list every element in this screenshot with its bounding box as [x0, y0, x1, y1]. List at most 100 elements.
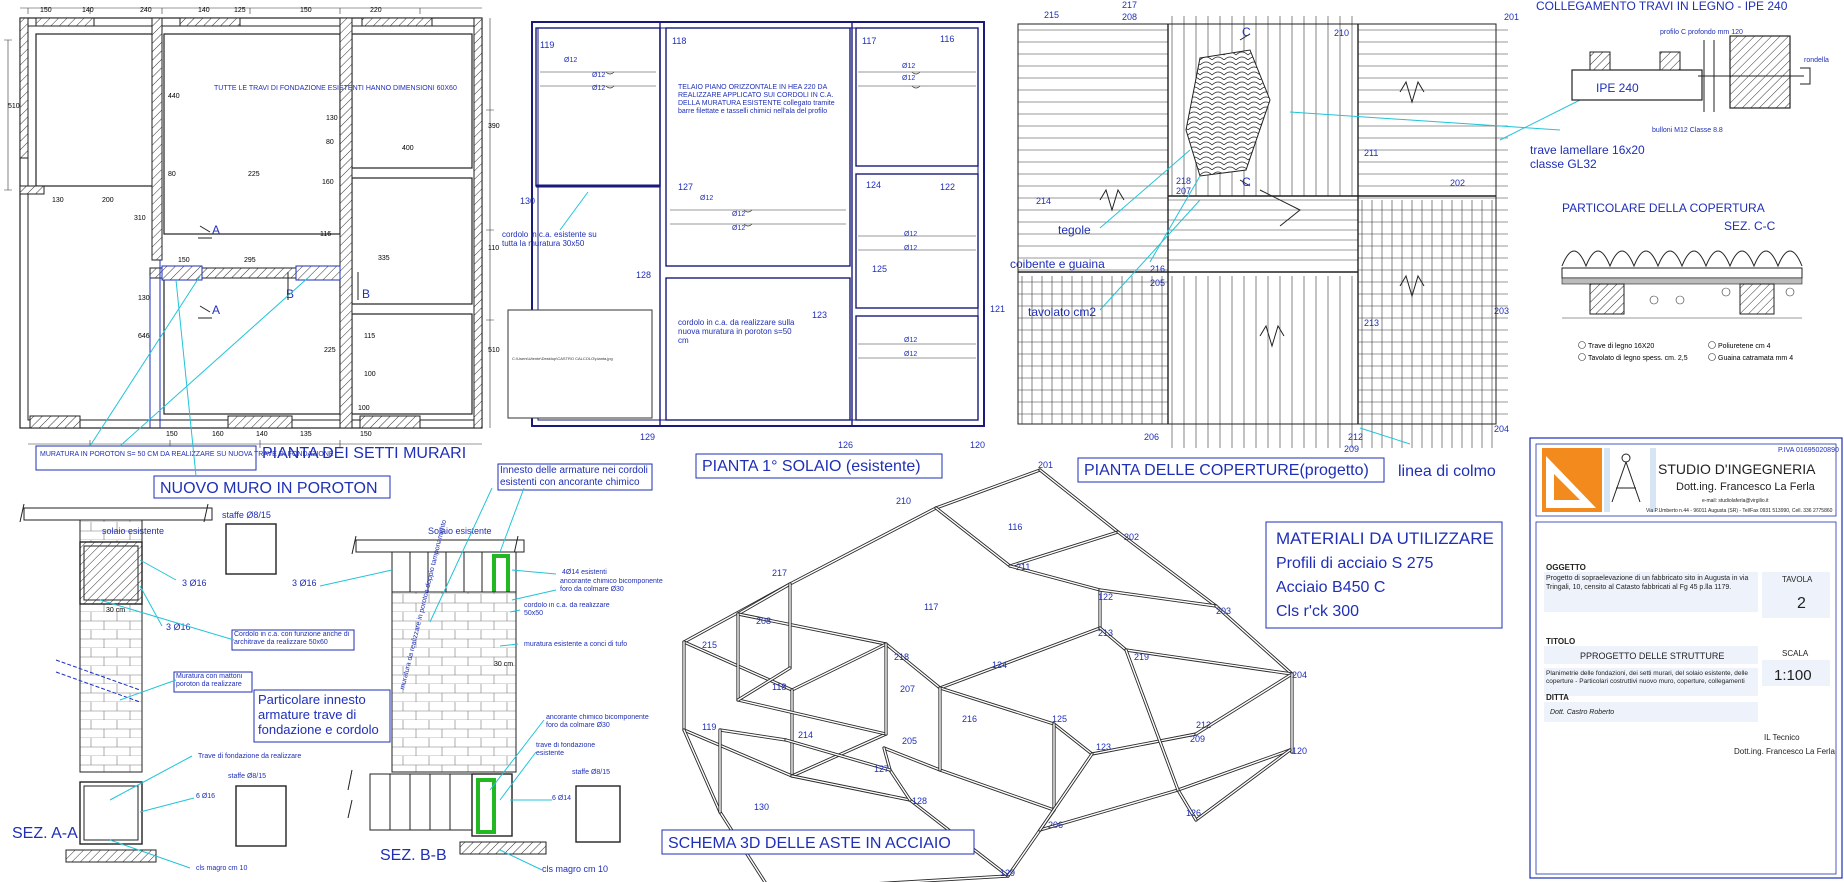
aa-staffe: staffe Ø8/15 [222, 510, 271, 520]
node-label: 123 [812, 310, 827, 320]
tb-email: e-mail: studiolaferla@virgilio.it [1702, 498, 1769, 504]
dim-label: 440 [168, 93, 180, 100]
dim-label: 130 [326, 115, 338, 122]
section-aa-drawing [19, 503, 287, 863]
plan-floor-title: PIANTA 1° SOLAIO (esistente) [702, 458, 921, 475]
section-aa-title: SEZ. A-A [12, 825, 78, 842]
node-label: 203 [1494, 306, 1509, 316]
node-label: 205 [902, 736, 917, 746]
tb-tavola-label: TAVOLA [1782, 575, 1813, 584]
dim-label: 80 [168, 171, 176, 178]
steel-beam-core [683, 729, 721, 813]
dim-label: 390 [488, 123, 500, 130]
title-block: P.IVA 01695020890 STUDIO D'INGEGNERIA Do… [1529, 437, 1843, 879]
frame-note: TELAIO PIANO ORIZZONTALE IN HEA 220 DA R… [678, 84, 835, 115]
schema3d: 201 210 116 202 217 211 122 208 117 203 … [661, 460, 1307, 882]
label-classe: classe GL32 [1530, 157, 1597, 171]
rebar-label: Ø12 [700, 195, 713, 202]
steel-beam-core [1099, 627, 1127, 651]
dim-label: 510 [488, 347, 500, 354]
roof-rafters [1017, 16, 1508, 448]
node-label: 217 [772, 568, 787, 578]
tb-address: Via P.Umberto n.44 - 96011 Augusta (SR) … [1646, 508, 1833, 514]
aa-bars: 3 Ø16 [166, 622, 191, 632]
steel-beam-core [785, 739, 891, 771]
node-label: 126 [1186, 808, 1201, 818]
connection-profilo: profilo C profondo mm 120 [1660, 29, 1743, 36]
materials-box: MATERIALI DA UTILIZZARE Profili di accia… [1265, 521, 1503, 629]
steel-beam-core [1195, 673, 1293, 735]
roof-legend-markers [1578, 341, 1716, 361]
steel-beam-core [1007, 829, 1041, 877]
dim-label: 130 [138, 295, 150, 302]
node-label: 218 [894, 652, 909, 662]
steel-beam [878, 874, 1010, 882]
steel-beam-core [939, 687, 1055, 725]
steel-beam-core [939, 627, 1101, 689]
node-label: 207 [900, 684, 915, 694]
node-label: 122 [1098, 592, 1113, 602]
dim-label: 110 [488, 245, 499, 252]
bb-trave: trave di fondazione esistente [536, 742, 595, 757]
steel-beam-core [737, 667, 791, 701]
node-label: 124 [992, 660, 1007, 670]
label-trave: trave lamellare 16x20 [1530, 143, 1645, 157]
bb-ancorante: ancorante chimico bicomponente foro da c… [560, 578, 663, 593]
dim-label: 646 [138, 333, 150, 340]
node-label: 127 [874, 764, 889, 774]
dim-label: 510 [8, 103, 20, 110]
steel-beam-core [1053, 723, 1093, 755]
node-label: 205 [1150, 278, 1165, 288]
node-label: 210 [1334, 28, 1349, 38]
node-label: 213 [1364, 318, 1379, 328]
section-aa: solaio esistente staffe Ø8/15 3 Ø16 3 Ø1… [12, 503, 391, 872]
steel-beam-core [683, 729, 793, 777]
dim-label: 240 [140, 7, 152, 14]
tb-oggetto-label: OGGETTO [1546, 563, 1586, 572]
rebar-label: Ø12 [592, 85, 605, 92]
plan-walls-title: PIANTA DEI SETTI MURARI [262, 445, 466, 462]
poroton-note: MURATURA IN POROTON S= 50 CM DA REALIZZA… [40, 451, 334, 458]
node-label: 128 [636, 270, 651, 280]
node-label: 216 [1150, 264, 1165, 274]
compass-icon [1611, 453, 1641, 503]
dim-label: 220 [370, 7, 382, 14]
node-label: 212 [1196, 720, 1211, 730]
node-label: 218 [1176, 176, 1191, 186]
node-label: 208 [756, 616, 771, 626]
tb-tecnico: Dott.ing. Francesco La Ferla [1734, 747, 1835, 756]
dim-label: 130 [52, 197, 64, 204]
new-wall-label: NUOVO MURO IN POROTON [160, 480, 378, 497]
dim-label: 116 [320, 231, 331, 238]
dim-label: 100 [364, 371, 376, 378]
node-label: 217 [1122, 0, 1137, 10]
steel-beam-core [894, 875, 1009, 882]
steel-beam-core [935, 507, 1011, 567]
tb-titolo-label: TITOLO [1546, 637, 1575, 646]
dim-label: 80 [326, 139, 334, 146]
bb-muratura: muratura esistente a conci di tufo [524, 641, 627, 648]
rebar-label: Ø12 [904, 351, 917, 358]
bb-bars-existing: 4Ø14 esistenti [562, 569, 607, 576]
dim-label: 310 [134, 215, 146, 222]
steel-beam-core [883, 747, 891, 771]
dim-label: 150 [300, 7, 312, 14]
roof-detail-drawing [1561, 250, 1803, 319]
plan-floor-drawing [507, 21, 985, 427]
node-label: 125 [872, 264, 887, 274]
node-label: 211 [1364, 148, 1378, 158]
bb-innesto: Innesto delle armature nei cordoli esist… [500, 465, 648, 488]
node-label: 219 [1134, 652, 1149, 662]
plan-roof-title: PIANTA DELLE COPERTURE(progetto) [1084, 462, 1369, 479]
tb-studio: STUDIO D'INGEGNERIA [1658, 461, 1816, 477]
rebar-label: Ø12 [732, 225, 745, 232]
steel-frame-3d [682, 468, 1294, 882]
section-mark-b: B [362, 287, 370, 301]
node-label: 206 [1144, 432, 1159, 442]
tb-ditta-label: DITTA [1546, 693, 1569, 702]
dim-label: 225 [248, 171, 260, 178]
dim-label: 200 [102, 197, 114, 204]
connection-rondella: rondella [1804, 57, 1829, 64]
steel-beam-core [1091, 733, 1197, 755]
roof-legend-item: Poliuretene cm 4 [1718, 343, 1771, 350]
